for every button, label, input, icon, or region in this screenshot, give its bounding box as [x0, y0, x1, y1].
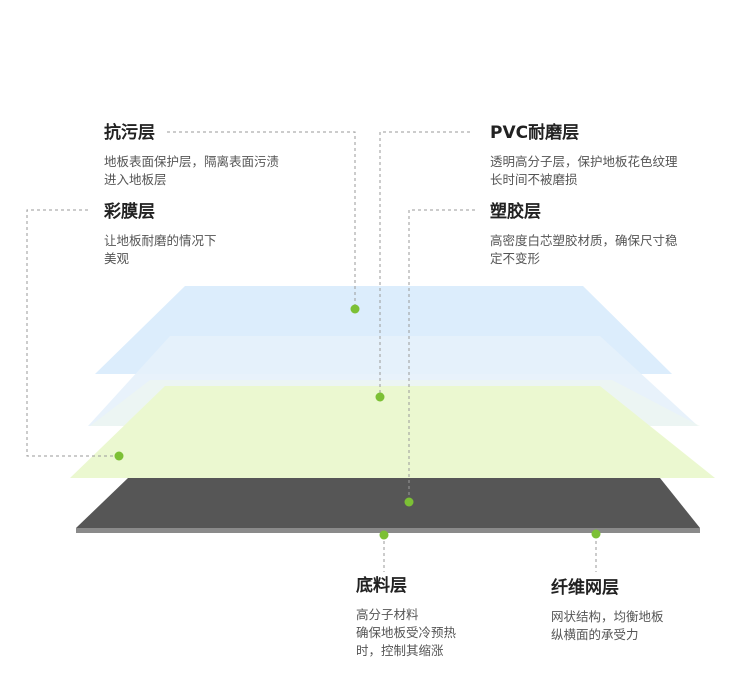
desc-line: 长时间不被磨损 [490, 172, 578, 187]
layer-base-edge [76, 528, 700, 533]
label-stain-desc: 地板表面保护层，隔离表面污渍 进入地板层 [104, 153, 279, 189]
label-base: 底料层 高分子材料 确保地板受冷预热 时，控制其缩涨 [356, 576, 456, 660]
label-base-desc: 高分子材料 确保地板受冷预热 时，控制其缩涨 [356, 606, 456, 660]
desc-line: 网状结构，均衡地板 [551, 609, 664, 624]
layer-plastic-core [76, 478, 700, 528]
label-film-desc: 让地板耐磨的情况下 美观 [104, 232, 217, 268]
label-plastic-desc: 高密度白芯塑胶材质，确保尺寸稳 定不变形 [490, 232, 678, 268]
label-fiber-title: 纤维网层 [551, 578, 619, 598]
dot-base [379, 530, 389, 540]
label-pvc: PVC耐磨层 透明高分子层，保护地板花色纹理 长时间不被磨损 [490, 123, 678, 189]
leader-line-pvc [379, 131, 470, 397]
dot-stain [350, 304, 360, 314]
desc-line: 定不变形 [490, 251, 541, 266]
label-film-title: 彩膜层 [104, 202, 155, 222]
label-plastic: 塑胶层 高密度白芯塑胶材质，确保尺寸稳 定不变形 [490, 202, 678, 268]
label-fiber-desc: 网状结构，均衡地板 纵横面的承受力 [551, 608, 664, 644]
label-fiber: 纤维网层 网状结构，均衡地板 纵横面的承受力 [551, 578, 664, 644]
label-pvc-title: PVC耐磨层 [490, 123, 580, 143]
leader-line-plastic [408, 209, 475, 502]
leader-line-stain [167, 131, 356, 308]
desc-line: 美观 [104, 251, 130, 266]
desc-line: 地板表面保护层，隔离表面污渍 [104, 154, 280, 169]
dot-fiber [591, 529, 601, 539]
label-pvc-desc: 透明高分子层，保护地板花色纹理 长时间不被磨损 [490, 153, 678, 189]
label-film: 彩膜层 让地板耐磨的情况下 美观 [104, 202, 217, 268]
desc-line: 高分子材料 [356, 607, 419, 622]
desc-line: 透明高分子层，保护地板花色纹理 [490, 154, 678, 169]
desc-line: 时，控制其缩涨 [356, 643, 444, 658]
dot-film [114, 451, 124, 461]
desc-line: 确保地板受冷预热 [356, 625, 457, 640]
label-stain-title: 抗污层 [104, 123, 155, 143]
label-plastic-title: 塑胶层 [490, 202, 541, 222]
layer-color-film [70, 386, 715, 478]
dot-plastic [404, 497, 414, 507]
desc-line: 进入地板层 [104, 172, 167, 187]
desc-line: 让地板耐磨的情况下 [104, 233, 217, 248]
leader-line-film [26, 209, 118, 457]
desc-line: 纵横面的承受力 [551, 627, 639, 642]
label-base-title: 底料层 [356, 576, 407, 596]
dot-pvc [375, 392, 385, 402]
label-stain: 抗污层 地板表面保护层，隔离表面污渍 进入地板层 [104, 123, 279, 189]
desc-line: 高密度白芯塑胶材质，确保尺寸稳 [490, 233, 678, 248]
